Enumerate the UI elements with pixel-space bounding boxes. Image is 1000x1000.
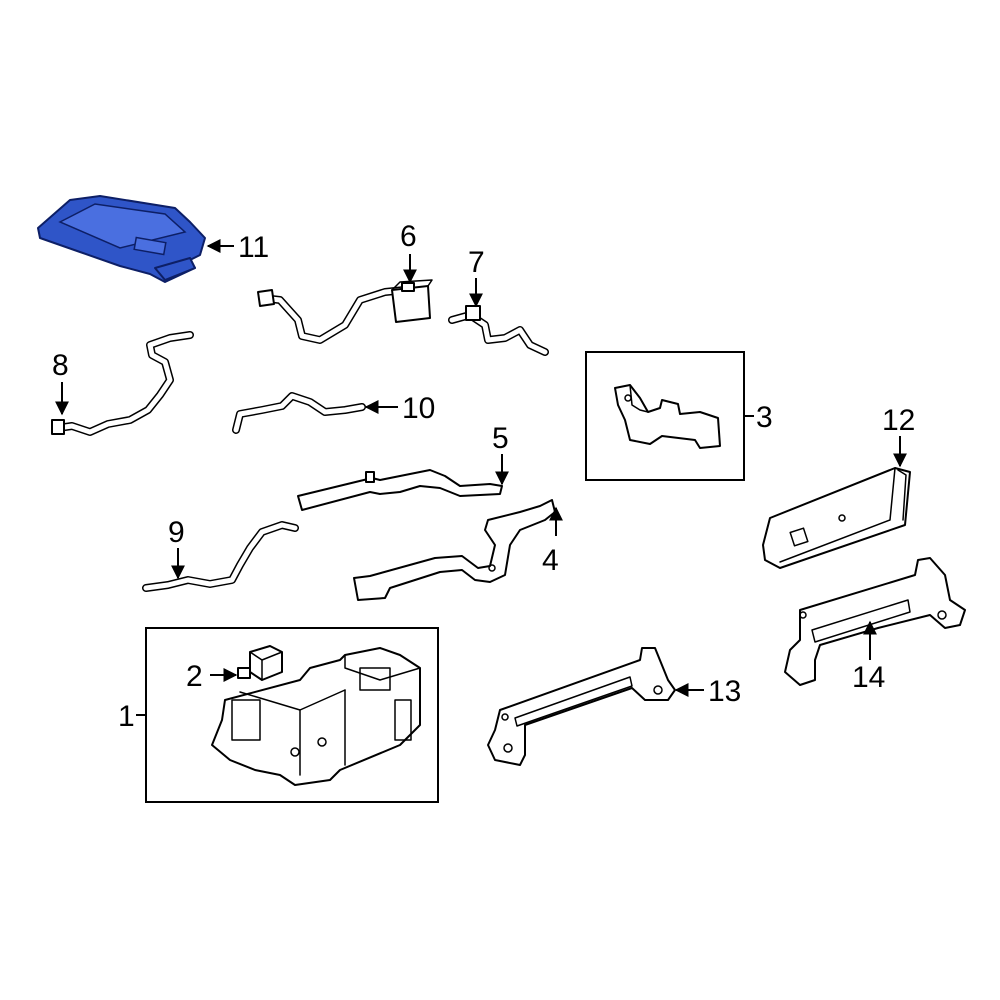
- part-7-harness[interactable]: [448, 305, 549, 356]
- callout-13: 13: [708, 675, 741, 708]
- callout-11: 11: [238, 231, 269, 264]
- part-12-module[interactable]: [762, 467, 911, 569]
- part-11-cover[interactable]: [37, 195, 206, 283]
- part-13-bracket[interactable]: [487, 647, 676, 766]
- part-5-cable[interactable]: [297, 469, 503, 511]
- part-9-harness[interactable]: [142, 521, 299, 592]
- callout-7: 7: [468, 246, 485, 279]
- callout-3: 3: [756, 401, 773, 434]
- callout-2: 2: [186, 660, 203, 693]
- part-2-sensor[interactable]: [237, 645, 283, 681]
- part-3-bracket[interactable]: [614, 384, 721, 449]
- callout-9: 9: [168, 516, 185, 549]
- part-10-harness[interactable]: [232, 392, 366, 434]
- callout-12: 12: [882, 404, 915, 437]
- callout-4: 4: [542, 544, 559, 577]
- callout-10: 10: [402, 392, 435, 425]
- part-1-module[interactable]: [211, 647, 421, 786]
- part-4-bracket[interactable]: [353, 499, 556, 601]
- callout-6: 6: [400, 220, 417, 253]
- callout-14: 14: [852, 661, 885, 694]
- callout-1: 1: [118, 700, 135, 733]
- part-6-harness[interactable]: [257, 279, 433, 344]
- part-8-harness[interactable]: [51, 331, 194, 436]
- callout-5: 5: [492, 422, 509, 455]
- callout-8: 8: [52, 349, 69, 382]
